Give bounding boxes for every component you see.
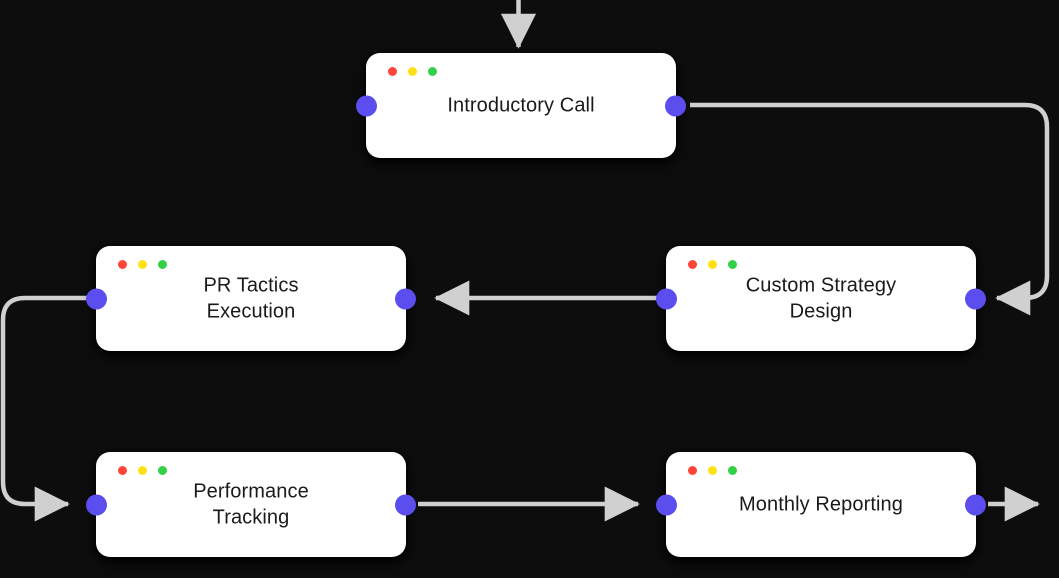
handle-left-pr-tactics-execution[interactable] bbox=[86, 288, 107, 309]
edge-pr-tactics-execution-to-performance-tracking bbox=[0, 295, 88, 522]
node-introductory-call[interactable]: Introductory Call bbox=[356, 53, 686, 158]
window-dots bbox=[388, 67, 437, 76]
maximize-dot[interactable] bbox=[158, 260, 167, 269]
handle-right-custom-strategy-design[interactable] bbox=[965, 288, 986, 309]
handle-right-pr-tactics-execution[interactable] bbox=[395, 288, 416, 309]
handle-left-monthly-reporting[interactable] bbox=[656, 494, 677, 515]
node-monthly-reporting[interactable]: Monthly Reporting bbox=[656, 452, 986, 557]
close-dot[interactable] bbox=[688, 466, 697, 475]
close-dot[interactable] bbox=[388, 67, 397, 76]
window-dots bbox=[118, 466, 167, 475]
handle-right-introductory-call[interactable] bbox=[665, 95, 686, 116]
window-dots bbox=[118, 260, 167, 269]
minimize-dot[interactable] bbox=[138, 260, 147, 269]
close-dot[interactable] bbox=[118, 466, 127, 475]
node-label-performance-tracking: Performance Tracking bbox=[193, 479, 309, 529]
close-dot[interactable] bbox=[688, 260, 697, 269]
maximize-dot[interactable] bbox=[728, 466, 737, 475]
node-performance-tracking[interactable]: Performance Tracking bbox=[86, 452, 416, 557]
node-label-monthly-reporting: Monthly Reporting bbox=[738, 493, 903, 516]
minimize-dot[interactable] bbox=[708, 260, 717, 269]
node-label-custom-strategy-design: Custom Strategy Design bbox=[745, 273, 897, 323]
minimize-dot[interactable] bbox=[708, 466, 717, 475]
maximize-dot[interactable] bbox=[158, 466, 167, 475]
node-custom-strategy-design[interactable]: Custom Strategy Design bbox=[656, 246, 986, 351]
window-dots bbox=[688, 260, 737, 269]
node-pr-tactics-execution[interactable]: PR Tactics Execution bbox=[86, 246, 416, 351]
minimize-dot[interactable] bbox=[408, 67, 417, 76]
maximize-dot[interactable] bbox=[428, 67, 437, 76]
close-dot[interactable] bbox=[118, 260, 127, 269]
handle-left-introductory-call[interactable] bbox=[356, 95, 377, 116]
minimize-dot[interactable] bbox=[138, 466, 147, 475]
handle-right-monthly-reporting[interactable] bbox=[965, 494, 986, 515]
node-label-pr-tactics-execution: PR Tactics Execution bbox=[203, 273, 299, 323]
node-label-introductory-call: Introductory Call bbox=[447, 94, 595, 117]
handle-left-custom-strategy-design[interactable] bbox=[656, 288, 677, 309]
window-dots bbox=[688, 466, 737, 475]
maximize-dot[interactable] bbox=[728, 260, 737, 269]
handle-left-performance-tracking[interactable] bbox=[86, 494, 107, 515]
handle-right-performance-tracking[interactable] bbox=[395, 494, 416, 515]
